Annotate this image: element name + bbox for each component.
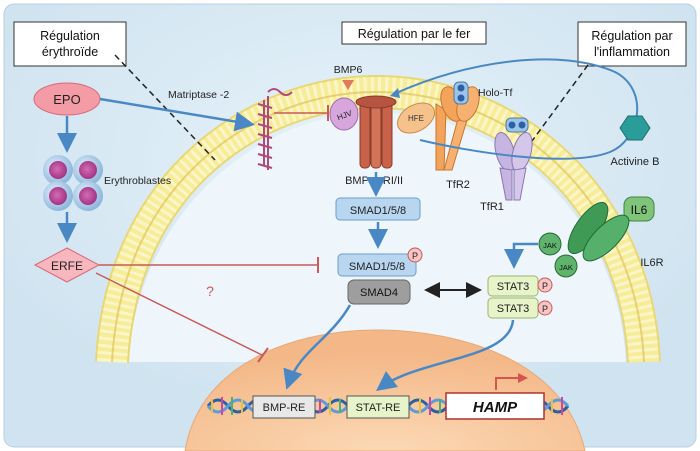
smad-to-bmp-re-arrow xyxy=(283,304,352,390)
erythroid-title-line1: Régulation xyxy=(40,29,100,43)
hfe-label: HFE xyxy=(408,114,424,123)
bmp-re-label: BMP-RE xyxy=(263,402,306,414)
erfe-inhibits-bmp-re-line xyxy=(95,272,263,356)
jak-label-1: JAK xyxy=(543,241,557,250)
smad-phospho-label: P xyxy=(412,251,418,261)
bmp-re-box: BMP-RE xyxy=(252,395,316,419)
transcription-arrowhead xyxy=(518,373,528,383)
erythroblasts-label: Erythroblastes xyxy=(104,175,171,187)
bmp6-label: BMP6 xyxy=(334,64,363,76)
matriptase-protein xyxy=(257,88,293,170)
smad4-label: SMAD4 xyxy=(360,287,398,299)
matriptase-label: Matriptase -2 xyxy=(168,89,229,101)
activin-b-label: Activine B xyxy=(611,156,660,168)
stat3-box-2: STAT3 xyxy=(487,297,539,319)
bmp-receptor-type-label: RI/II xyxy=(383,175,403,187)
bmp6-ligand xyxy=(342,80,354,90)
erythroid-regulation-box: Régulation érythroïde xyxy=(13,21,127,67)
stat3-to-stat-re-arrow xyxy=(375,319,515,391)
erfe-inhibit-bar-2 xyxy=(257,347,269,363)
bmp-receptor xyxy=(355,95,397,169)
holo-tf xyxy=(453,81,529,133)
smad158-phospho-label: SMAD1/5/8 xyxy=(349,261,405,273)
stat3-phospho-badge-1: P xyxy=(537,277,553,293)
il6-label: IL6 xyxy=(631,203,648,217)
activin-b-hexagon xyxy=(619,115,651,141)
stat3-label-1: STAT3 xyxy=(497,281,530,293)
hfe-protein: HFE xyxy=(397,102,435,134)
inflammation-title-line2: l'inflammation xyxy=(594,45,670,59)
tfr2-label: TfR2 xyxy=(446,179,470,191)
hamp-label: HAMP xyxy=(473,399,518,416)
stat3-label-2: STAT3 xyxy=(497,303,530,315)
activin-b-loop xyxy=(393,58,639,160)
hamp-gene-box: HAMP xyxy=(445,392,545,420)
stat3-phospho-label-1: P xyxy=(542,281,548,291)
iron-regulation-box: Régulation par le fer xyxy=(341,21,487,45)
epo-label: EPO xyxy=(53,92,80,107)
jak-label-2: JAK xyxy=(559,263,573,272)
transcription-start-arrow xyxy=(495,377,520,390)
stat3-box-1: STAT3 xyxy=(487,275,539,297)
epo-to-matriptase-arrow xyxy=(99,97,255,132)
smad158-box: SMAD1/5/8 xyxy=(335,197,421,221)
epo-ellipse: EPO xyxy=(33,82,101,116)
tfr1-label: TfR1 xyxy=(480,201,504,213)
erythroid-title-line2: érythroïde xyxy=(42,45,98,59)
stat-re-box: STAT-RE xyxy=(346,395,410,419)
hjv-protein: HJV xyxy=(329,97,359,131)
stat3-phospho-label-2: P xyxy=(542,304,548,314)
il6r-receptor xyxy=(538,201,630,278)
il6-badge: IL6 xyxy=(623,196,655,222)
inflammation-regulation-box: Régulation par l'inflammation xyxy=(577,21,687,67)
bmp-receptor-label: BMP xyxy=(345,175,369,187)
question-mark: ? xyxy=(206,283,214,299)
erfe-label: ERFE xyxy=(51,259,83,273)
smad158-phospho-box: SMAD1/5/8 xyxy=(337,253,417,277)
erythroblasts-cluster xyxy=(43,155,103,211)
stat-re-label: STAT-RE xyxy=(356,402,401,414)
activin-loop-arrowhead xyxy=(390,88,400,98)
smad158-label: SMAD1/5/8 xyxy=(350,205,406,217)
erfe-diamond: ERFE xyxy=(33,247,101,283)
il6r-label: IL6R xyxy=(640,257,663,269)
stat3-phospho-badge-2: P xyxy=(537,300,553,316)
iron-title: Régulation par le fer xyxy=(358,27,471,41)
smad4-box: SMAD4 xyxy=(347,279,411,305)
inflammation-title-line1: Régulation par xyxy=(591,29,672,43)
smad-phospho-badge: P xyxy=(407,247,423,263)
holo-tf-label: Holo-Tf xyxy=(478,87,513,99)
separator-left xyxy=(114,54,216,161)
jak-to-stat3-arrow xyxy=(504,242,538,269)
